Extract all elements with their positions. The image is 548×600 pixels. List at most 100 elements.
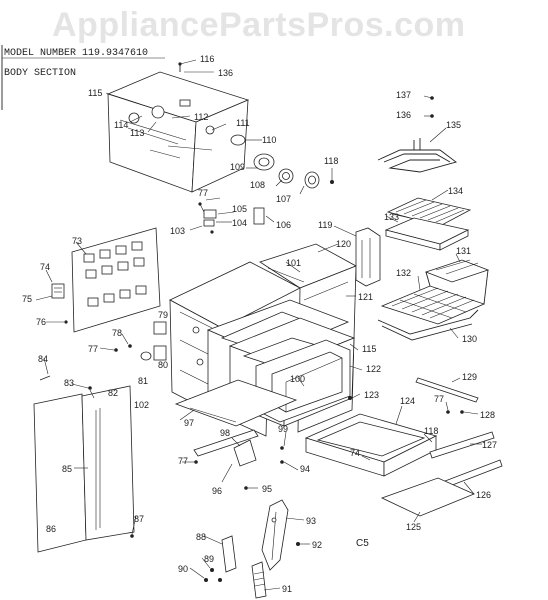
callout: 82	[108, 388, 118, 398]
page-code: C5	[356, 538, 369, 549]
callout: 87	[134, 514, 144, 524]
callout: 135	[446, 120, 461, 130]
callout: 107	[276, 194, 291, 204]
part-104	[203, 219, 215, 227]
callout: 81	[138, 376, 148, 386]
callout: 111	[236, 118, 250, 128]
callout: 105	[232, 204, 247, 214]
callout: 83	[64, 378, 74, 388]
callout: 119	[318, 220, 332, 230]
callout: 77	[198, 188, 208, 198]
leveler-leg	[251, 561, 267, 599]
part-74-block	[51, 283, 65, 299]
part-119	[355, 227, 381, 287]
part-106	[253, 207, 265, 225]
callout: 94	[300, 464, 310, 474]
kick-plate	[193, 429, 259, 457]
callout: 137	[396, 90, 411, 100]
rear-panel	[71, 227, 161, 333]
callout: 89	[204, 554, 214, 564]
callout: 80	[158, 360, 168, 370]
callout: 75	[22, 294, 32, 304]
callout: 128	[480, 410, 495, 420]
callout: 104	[232, 218, 247, 228]
callout: 131	[456, 246, 471, 256]
leader-lines	[35, 92, 482, 591]
callout: 118	[424, 426, 438, 436]
callout: 103	[170, 226, 185, 236]
callout: 85	[62, 464, 72, 474]
oven-rack-upper	[424, 259, 490, 305]
part-98	[233, 439, 257, 467]
callout-labels: 116 136 115 114 113 112 111 110 109 108 …	[22, 54, 497, 594]
rack-guide	[377, 309, 479, 335]
callout: 86	[46, 524, 56, 534]
callout: 79	[158, 310, 168, 320]
callout: 112	[194, 112, 208, 122]
callout: 129	[462, 372, 477, 382]
callout: 125	[406, 522, 421, 532]
callout: 113	[130, 128, 144, 138]
callout: 92	[312, 540, 322, 550]
section-title: BODY SECTION	[4, 68, 77, 79]
callout: 97	[184, 418, 194, 428]
callout: 77	[88, 344, 98, 354]
oven-rack	[380, 285, 486, 325]
callout: 121	[358, 292, 373, 302]
callout: 102	[134, 400, 149, 410]
callout: 116	[200, 54, 214, 64]
callout: 124	[400, 396, 415, 406]
callout: 84	[38, 354, 48, 364]
drawer-rail-upper	[415, 377, 479, 403]
callout: 134	[448, 186, 463, 196]
callout: 110	[262, 135, 276, 145]
callout: 127	[482, 440, 497, 450]
callout: 118	[324, 156, 338, 166]
callout: 96	[212, 486, 222, 496]
part-105	[203, 209, 217, 219]
callout: 115	[362, 344, 376, 354]
cabinet-bottom	[174, 379, 298, 427]
top-body-section	[106, 71, 250, 193]
storage-drawer	[304, 413, 438, 477]
callout: 100	[290, 374, 305, 384]
callout: 132	[396, 268, 411, 278]
callout: 123	[364, 390, 379, 400]
callout: 101	[286, 258, 301, 268]
part-80	[153, 345, 167, 361]
callout: 122	[366, 364, 381, 374]
callout: 115	[88, 88, 102, 98]
callout: 77	[178, 456, 188, 466]
leveler-bracket	[261, 499, 289, 571]
callout: 108	[250, 180, 265, 190]
callout: 98	[220, 428, 230, 438]
callout: 78	[112, 328, 122, 338]
side-panel	[33, 385, 135, 553]
callout: 109	[230, 162, 245, 172]
part-110	[230, 134, 246, 146]
callout: 95	[262, 484, 272, 494]
callout: 74	[40, 262, 50, 272]
callout: 76	[36, 317, 46, 327]
drawer-rail-right	[429, 431, 495, 459]
callout: 91	[282, 584, 292, 594]
part-81	[140, 351, 152, 361]
callout: 136	[218, 68, 233, 78]
drawer-panel	[380, 477, 476, 517]
callout: 77	[434, 394, 444, 404]
callout: 130	[462, 334, 477, 344]
part-79	[153, 321, 167, 335]
part-88	[221, 535, 237, 573]
callout: 73	[72, 236, 82, 246]
callout: 90	[178, 564, 188, 574]
callout: 74	[350, 448, 360, 458]
callout: 88	[196, 532, 206, 542]
broiler-pan	[384, 217, 470, 251]
callout: 126	[476, 490, 491, 500]
callout: 93	[306, 516, 316, 526]
callout: 114	[114, 120, 128, 130]
callout: 136	[396, 110, 411, 120]
callout: 99	[278, 424, 288, 434]
